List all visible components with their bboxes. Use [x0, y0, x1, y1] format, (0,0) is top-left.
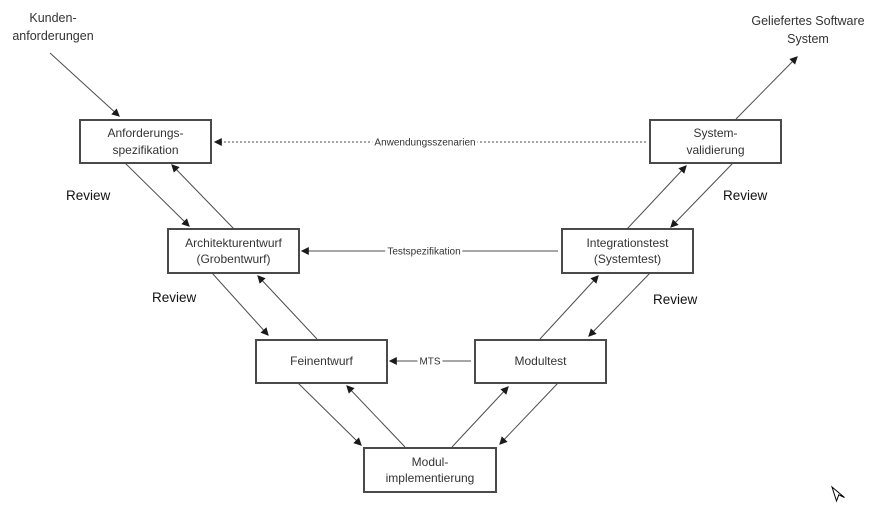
- node-anforderungsspezifikation: Anforderungs- spezifikation: [79, 119, 212, 164]
- arrow-review-systemvalidierung-to-integrationstest: [670, 162, 734, 228]
- label-kundenanforderungen: Kunden- anforderungen: [12, 11, 94, 43]
- arrow-modulimplementierung-to-modultest: [451, 386, 509, 448]
- node-integrationstest: Integrationstest (Systemtest): [561, 228, 694, 274]
- node-feinentwurf: Feinentwurf: [255, 339, 388, 384]
- review-label: Review: [152, 290, 197, 305]
- arrow-systemvalidierung-to-geliefertes-system: [735, 56, 798, 120]
- review-label: Review: [66, 188, 111, 203]
- arrow-review-feinentwurf-to-architekturentwurf: [257, 275, 318, 340]
- arrow-architekturentwurf-to-feinentwurf: [211, 272, 269, 336]
- edge-label-mts: MTS: [417, 356, 443, 368]
- node-modultest: Modultest: [474, 339, 607, 384]
- edge-label-testspezifikation: Testspezifikation: [385, 246, 463, 258]
- mouse-cursor: [830, 485, 845, 503]
- arrow-modultest-to-integrationstest: [539, 275, 599, 340]
- arrow-review-architekturentwurf-to-anforderungsspezifikation: [171, 164, 235, 230]
- arrow-kundenanforderungen-to-anforderungsspezifikation: [49, 52, 120, 117]
- arrow-anforderungsspezifikation-to-architekturentwurf: [124, 162, 190, 227]
- review-label: Review: [653, 292, 698, 307]
- node-systemvalidierung: System- validierung: [649, 119, 782, 164]
- arrow-review-modulimplementierung-to-feinentwurf: [346, 385, 406, 448]
- arrow-integrationstest-to-systemvalidierung: [626, 165, 687, 230]
- node-modulimplementierung: Modul- implementierung: [363, 447, 497, 493]
- node-architekturentwurf: Architekturentwurf (Grobentwurf): [167, 228, 300, 274]
- review-label: Review: [723, 188, 768, 203]
- arrow-review-modultest-to-modulimplementierung: [499, 382, 559, 445]
- arrow-feinentwurf-to-modulimplementierung: [297, 382, 362, 446]
- arrow-review-integrationstest-to-modultest: [588, 272, 651, 337]
- label-geliefertes-software-system: Geliefertes Software System: [751, 14, 865, 46]
- edge-label-anwendungsszenarien: Anwendungsszenarien: [372, 137, 478, 149]
